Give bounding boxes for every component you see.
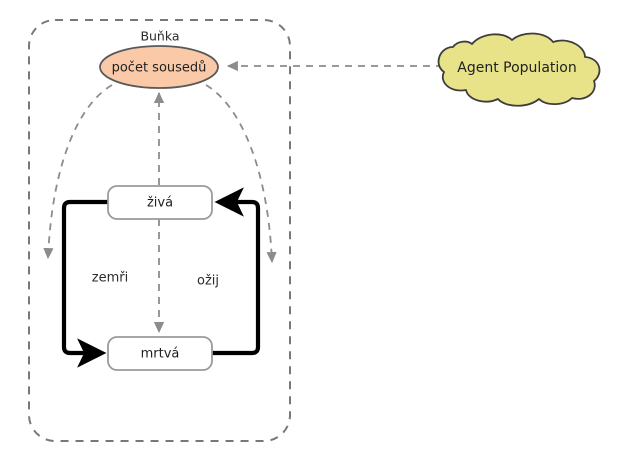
flow-ozij <box>212 187 261 356</box>
node-agent-population[interactable] <box>437 32 601 107</box>
node-agent-population-label: Agent Population <box>457 60 576 76</box>
node-pocet-sousedu[interactable] <box>99 45 219 89</box>
edge-zemri-label: zemři <box>92 271 128 286</box>
edge-pocet-to-zemri <box>43 84 113 260</box>
node-mrtva[interactable] <box>107 336 213 371</box>
node-ziva-label: živá <box>147 196 173 211</box>
node-ziva[interactable] <box>107 185 213 220</box>
node-mrtva-label: mrtvá <box>141 347 180 362</box>
edge-pocet-to-ozij <box>205 84 277 264</box>
node-pocet-sousedu-label: počet sousedů <box>112 61 207 76</box>
cell-container-label: Buňka <box>140 29 179 44</box>
edge-ozij-label: ožij <box>197 274 219 289</box>
flow-zemri <box>61 199 108 368</box>
